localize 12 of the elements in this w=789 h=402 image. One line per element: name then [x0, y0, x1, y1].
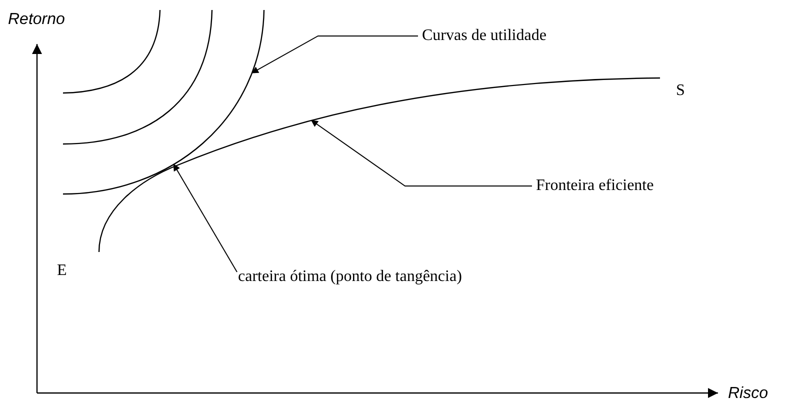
callout-text: Curvas de utilidade: [422, 27, 546, 45]
curve-label: E: [57, 262, 67, 280]
axis-label: Risco: [728, 385, 768, 402]
axis-label: Retorno: [8, 11, 65, 29]
efficient-frontier-curve: [98, 77, 660, 252]
leader-line: [173, 164, 238, 272]
leader-line: [310, 120, 532, 186]
callout-text: carteira ótima (ponto de tangência): [238, 268, 462, 286]
curve-label: S: [676, 82, 685, 100]
callout-text: Fronteira eficiente: [536, 177, 654, 195]
leader-line: [251, 36, 418, 74]
utility-curve: [62, 10, 265, 195]
